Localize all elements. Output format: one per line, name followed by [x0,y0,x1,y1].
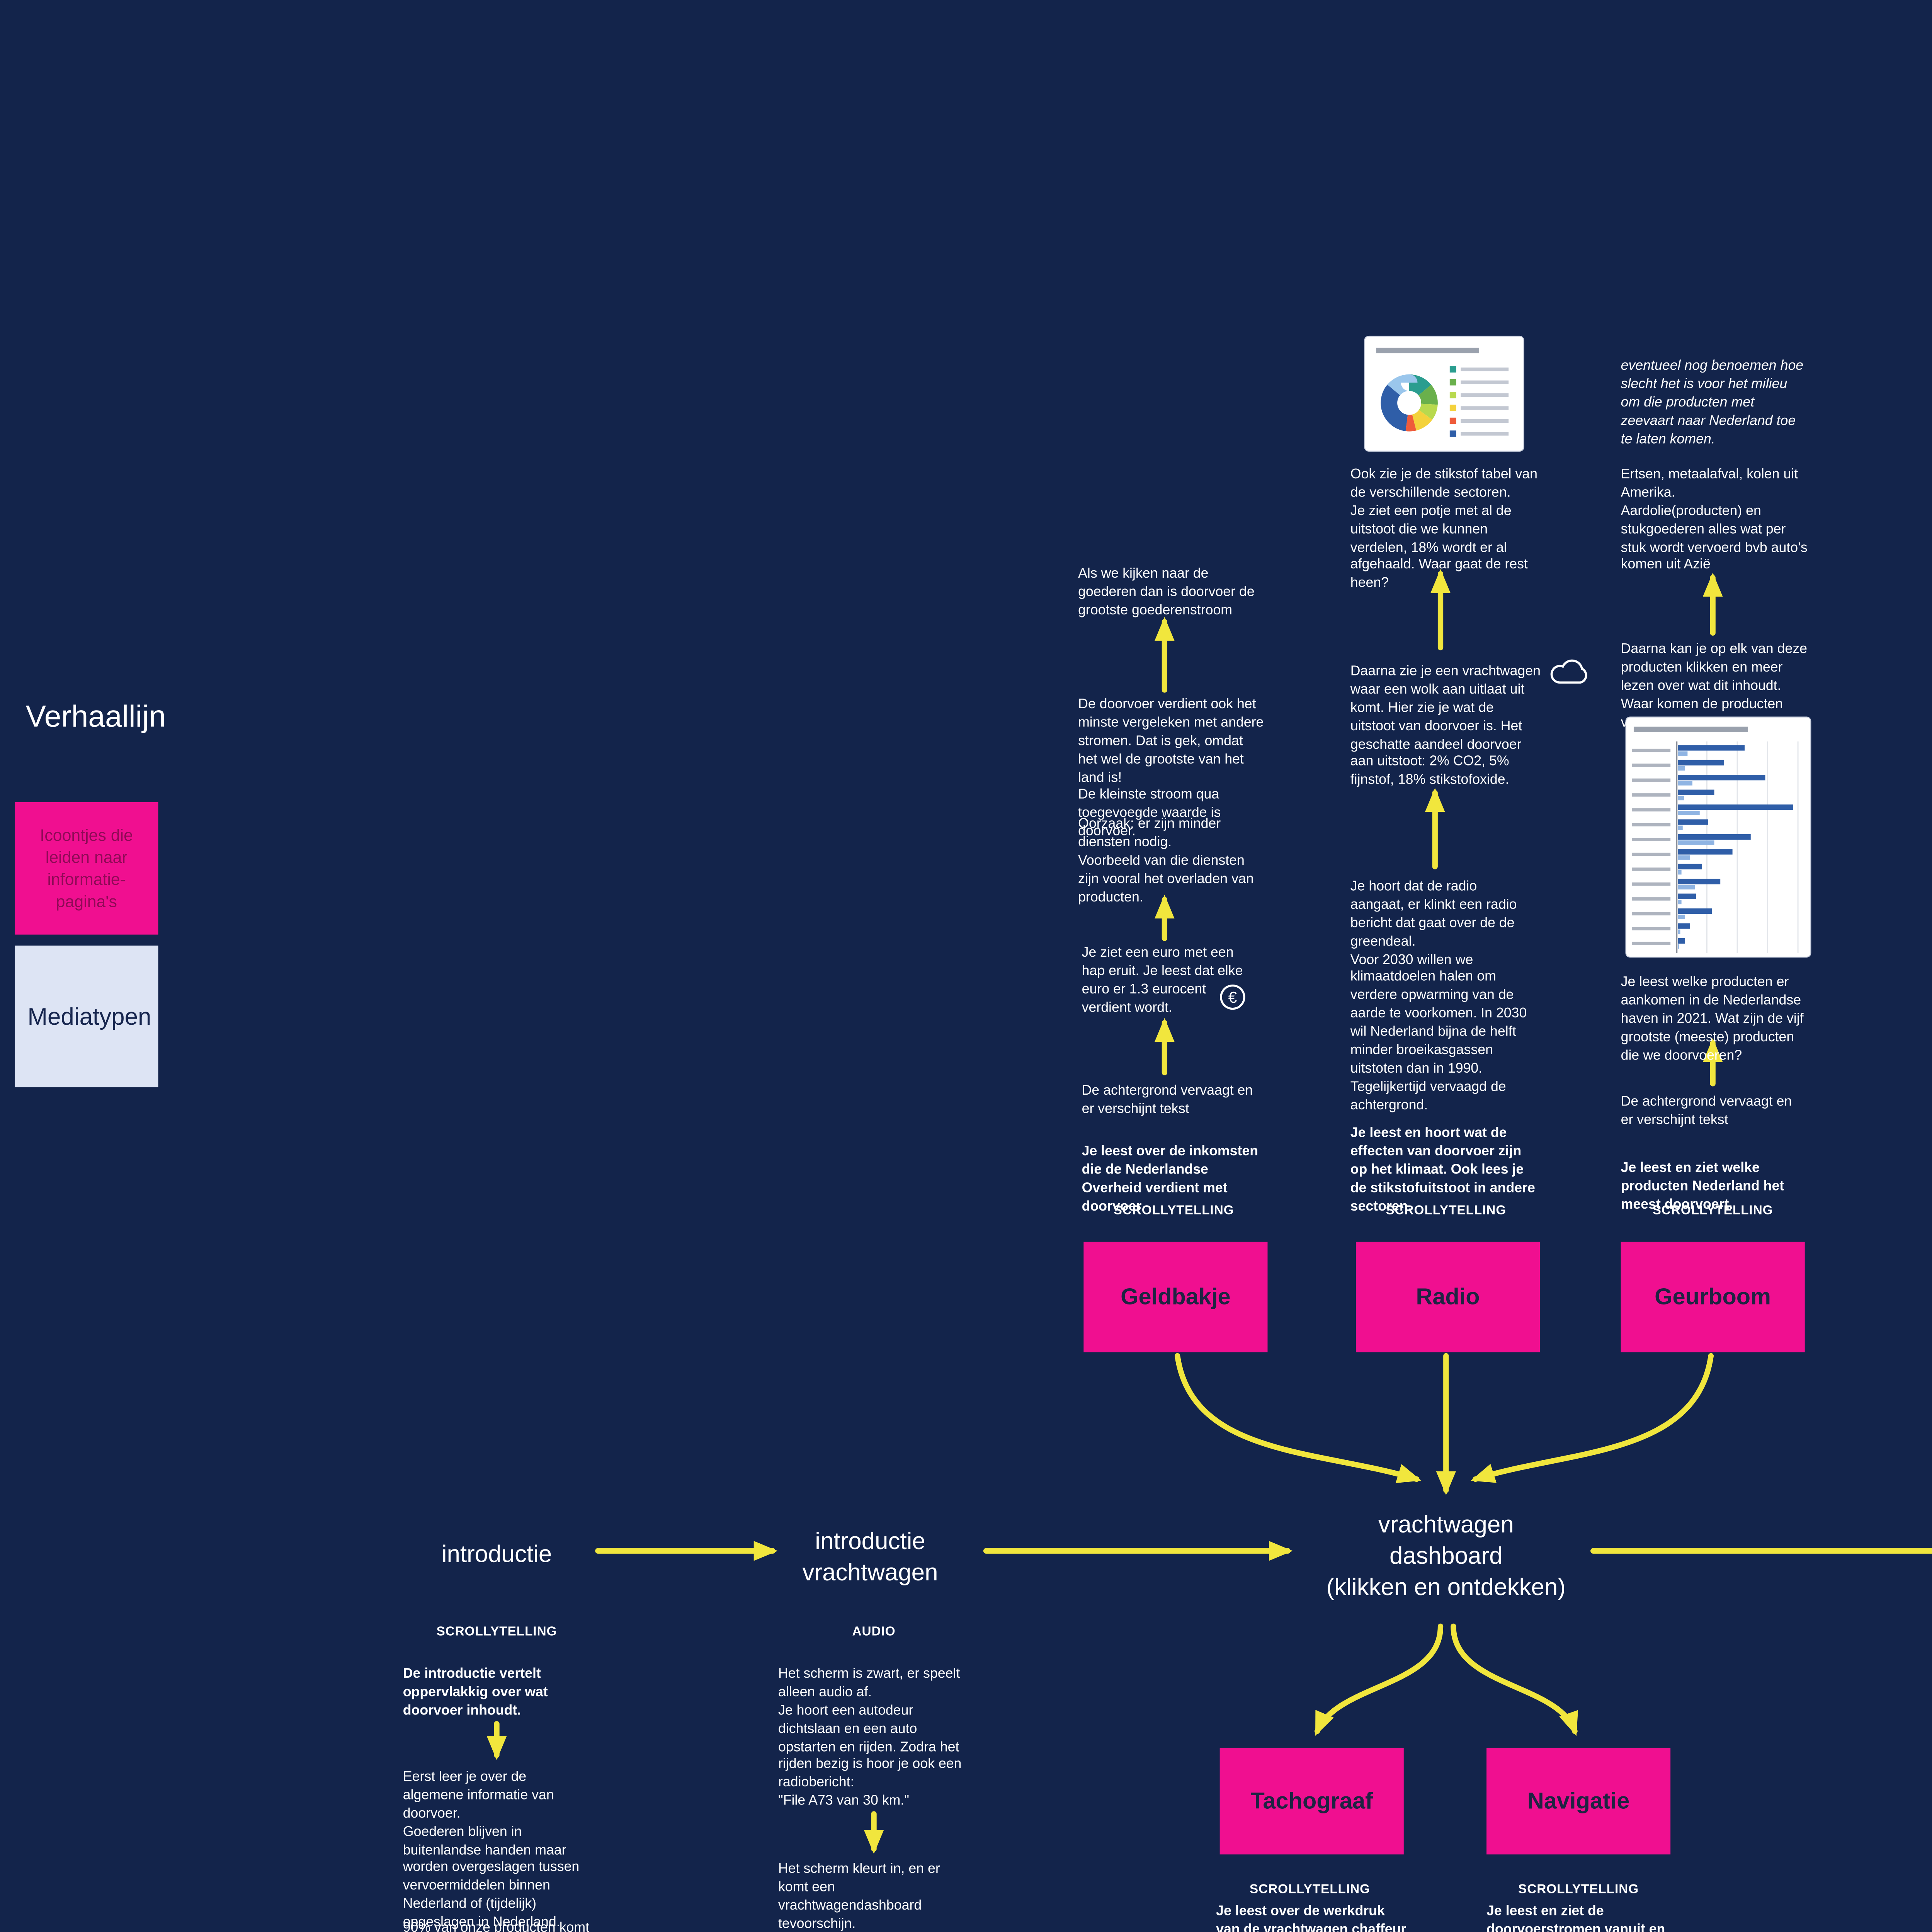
geldbakje-step: Als we kijken naar de goederen dan is do… [1078,565,1255,618]
geldbakje-mediatype-tag: SCROLLYTELLING [1113,1205,1234,1218]
exhaust-cloud-icon [1547,653,1595,699]
geldbakje-step: Je ziet een euro met een hap eruit. Je l… [1082,944,1243,1015]
legend-pink-note: Icoontjes die leiden naar informatie-pag… [15,802,158,935]
arrow-dashboard-to-tachograaf [1314,1623,1444,1736]
arrow-dashboard-to-navigatie [1451,1623,1578,1736]
legend-mediatypen: Mediatypen [15,946,158,1087]
flow-node-introductie[interactable]: introductie [441,1540,552,1568]
navigatie-summary: Je leest en ziet de doorvoerstromen vanu… [1486,1902,1665,1932]
port-products-bar-chart [1626,717,1811,957]
arrow-geurboom-to-dashboard [1471,1353,1714,1483]
flow-node-introductie-vrachtwagen[interactable]: introductie vrachtwagen [802,1527,938,1586]
geurboom-note: eventueel nog benoemen hoe slecht het is… [1621,357,1804,446]
radio-mediatype-tag: SCROLLYTELLING [1386,1205,1507,1218]
emissions-donut-chart [1365,337,1524,451]
introductie-mediatype-tag: SCROLLYTELLING [436,1626,557,1639]
introvrachtwagen-step: Het scherm is zwart, er speelt alleen au… [778,1665,962,1809]
geurboom-step: De achtergrond vervaagt en er verschijnt… [1621,1093,1792,1128]
introvrachtwagen-mediatype-tag: AUDIO [852,1626,896,1639]
euro-coin-icon: € [1218,982,1247,1021]
geurboom-step: Je leest welke producten er aankomen in … [1621,973,1804,1063]
geldbakje-step: De doorvoer verdient ook het minste verg… [1078,695,1264,840]
introductie-step: 90% van onze producten komt uit een cont… [403,1918,590,1932]
geldbakje-step: Oorzaak: er zijn minder diensten nodig. … [1078,815,1254,905]
geurboom-summary: Je leest en ziet welke producten Nederla… [1621,1159,1784,1212]
geurboom-step: Ertsen, metaalafval, kolen uit Amerika. … [1621,465,1808,573]
introvrachtwagen-step: Het scherm kleurt in, en er komt een vra… [778,1860,940,1931]
geldbakje-step: De achtergrond vervaagt en er verschijnt… [1082,1082,1253,1117]
radio-step: Daarna zie je een vrachtwagen waar een w… [1350,662,1541,788]
geurboom-step: Daarna kan je op elk van deze producten … [1621,640,1808,730]
radio-node[interactable]: Radio [1356,1242,1540,1352]
radio-step: Ook zie je de stikstof tabel van de vers… [1350,465,1538,591]
tachograaf-node[interactable]: Tachograaf [1219,1748,1404,1855]
bar-chart-graphic [1632,726,1799,953]
arrow-geldbakje-to-dashboard [1175,1353,1422,1483]
navigatie-node[interactable]: Navigatie [1486,1748,1671,1855]
donut-chart-graphic [1376,347,1509,437]
introductie-step: Eerst leer je over de algemene informati… [403,1768,580,1930]
geldbakje-summary: Je leest over de inkomsten die de Nederl… [1082,1142,1259,1214]
geurboom-mediatype-tag: SCROLLYTELLING [1652,1205,1773,1218]
flow-node-vrachtwagen-dashboard[interactable]: vrachtwagen dashboard (klikken en ontdek… [1326,1510,1566,1601]
tachograaf-mediatype-tag: SCROLLYTELLING [1249,1884,1370,1897]
radio-summary: Je leest en hoort wat de effecten van do… [1350,1124,1535,1214]
navigatie-mediatype-tag: SCROLLYTELLING [1518,1884,1639,1897]
legend-title: Verhaallijn [26,701,166,734]
geurboom-node[interactable]: Geurboom [1621,1242,1805,1352]
tachograaf-summary: Je leest over de werkdruk van de vrachtw… [1216,1902,1406,1932]
radio-step: Je hoort dat de radio aangaat, er klinkt… [1350,878,1527,1113]
introductie-summary: De introductie vertelt oppervlakkig over… [403,1665,548,1718]
svg-text:€: € [1228,988,1237,1006]
geldbakje-node[interactable]: Geldbakje [1083,1242,1268,1352]
